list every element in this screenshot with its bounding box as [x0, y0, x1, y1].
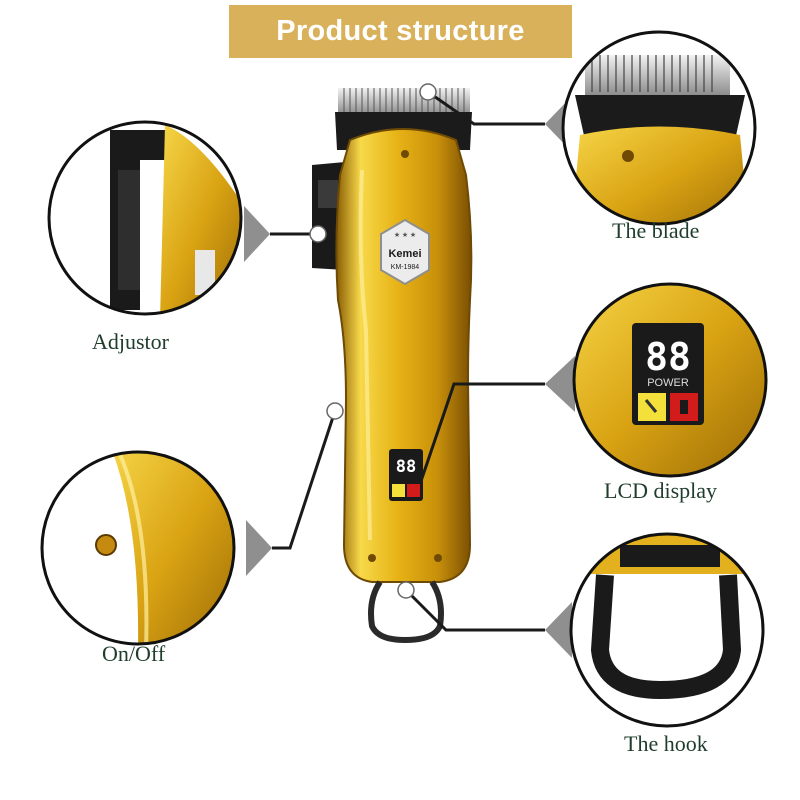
- line-blade: [427, 90, 545, 126]
- line-hook: [404, 588, 545, 632]
- body-lcd: 88: [389, 449, 423, 501]
- hook: [368, 580, 444, 644]
- badge-brand-text: Kemei: [388, 248, 421, 260]
- page-title: Product structure: [276, 15, 525, 47]
- callout-dots: [309, 83, 437, 599]
- callout-lines: [270, 90, 545, 632]
- dot-blade: [419, 83, 437, 101]
- label-adjustor: Adjustor: [92, 329, 169, 354]
- dot-onoff: [326, 402, 344, 420]
- line-lcd: [418, 382, 545, 485]
- zoom-blade: [561, 30, 757, 226]
- zoom-lcd-digits: 88: [645, 335, 691, 379]
- svg-text:★ ★ ★: ★ ★ ★: [394, 231, 416, 239]
- zoom-onoff: [40, 450, 236, 646]
- title-banner: Product structure: [229, 5, 572, 58]
- label-hook: The hook: [624, 731, 708, 756]
- badge-model-text: KM-1984: [391, 264, 420, 271]
- svg-text:88: 88: [396, 457, 416, 477]
- clipper-body: [335, 128, 473, 583]
- dot-hook: [397, 581, 415, 599]
- power-button-icon: [95, 534, 117, 556]
- label-onoff: On/Off: [102, 641, 166, 666]
- zoom-lcd: 88 POWER: [572, 282, 768, 478]
- zoom-hook: [569, 532, 765, 728]
- zoom-lcd-caption: POWER: [647, 377, 689, 389]
- zoom-adjustor: [47, 120, 243, 316]
- dot-adjustor: [309, 225, 327, 243]
- clipper: Kemei KM-1984 ★ ★ ★ 88: [312, 88, 473, 644]
- brand-badge: Kemei KM-1984 ★ ★ ★: [380, 218, 430, 286]
- line-onoff: [272, 410, 337, 550]
- label-lcd: LCD display: [604, 478, 718, 503]
- label-blade: The blade: [612, 218, 700, 243]
